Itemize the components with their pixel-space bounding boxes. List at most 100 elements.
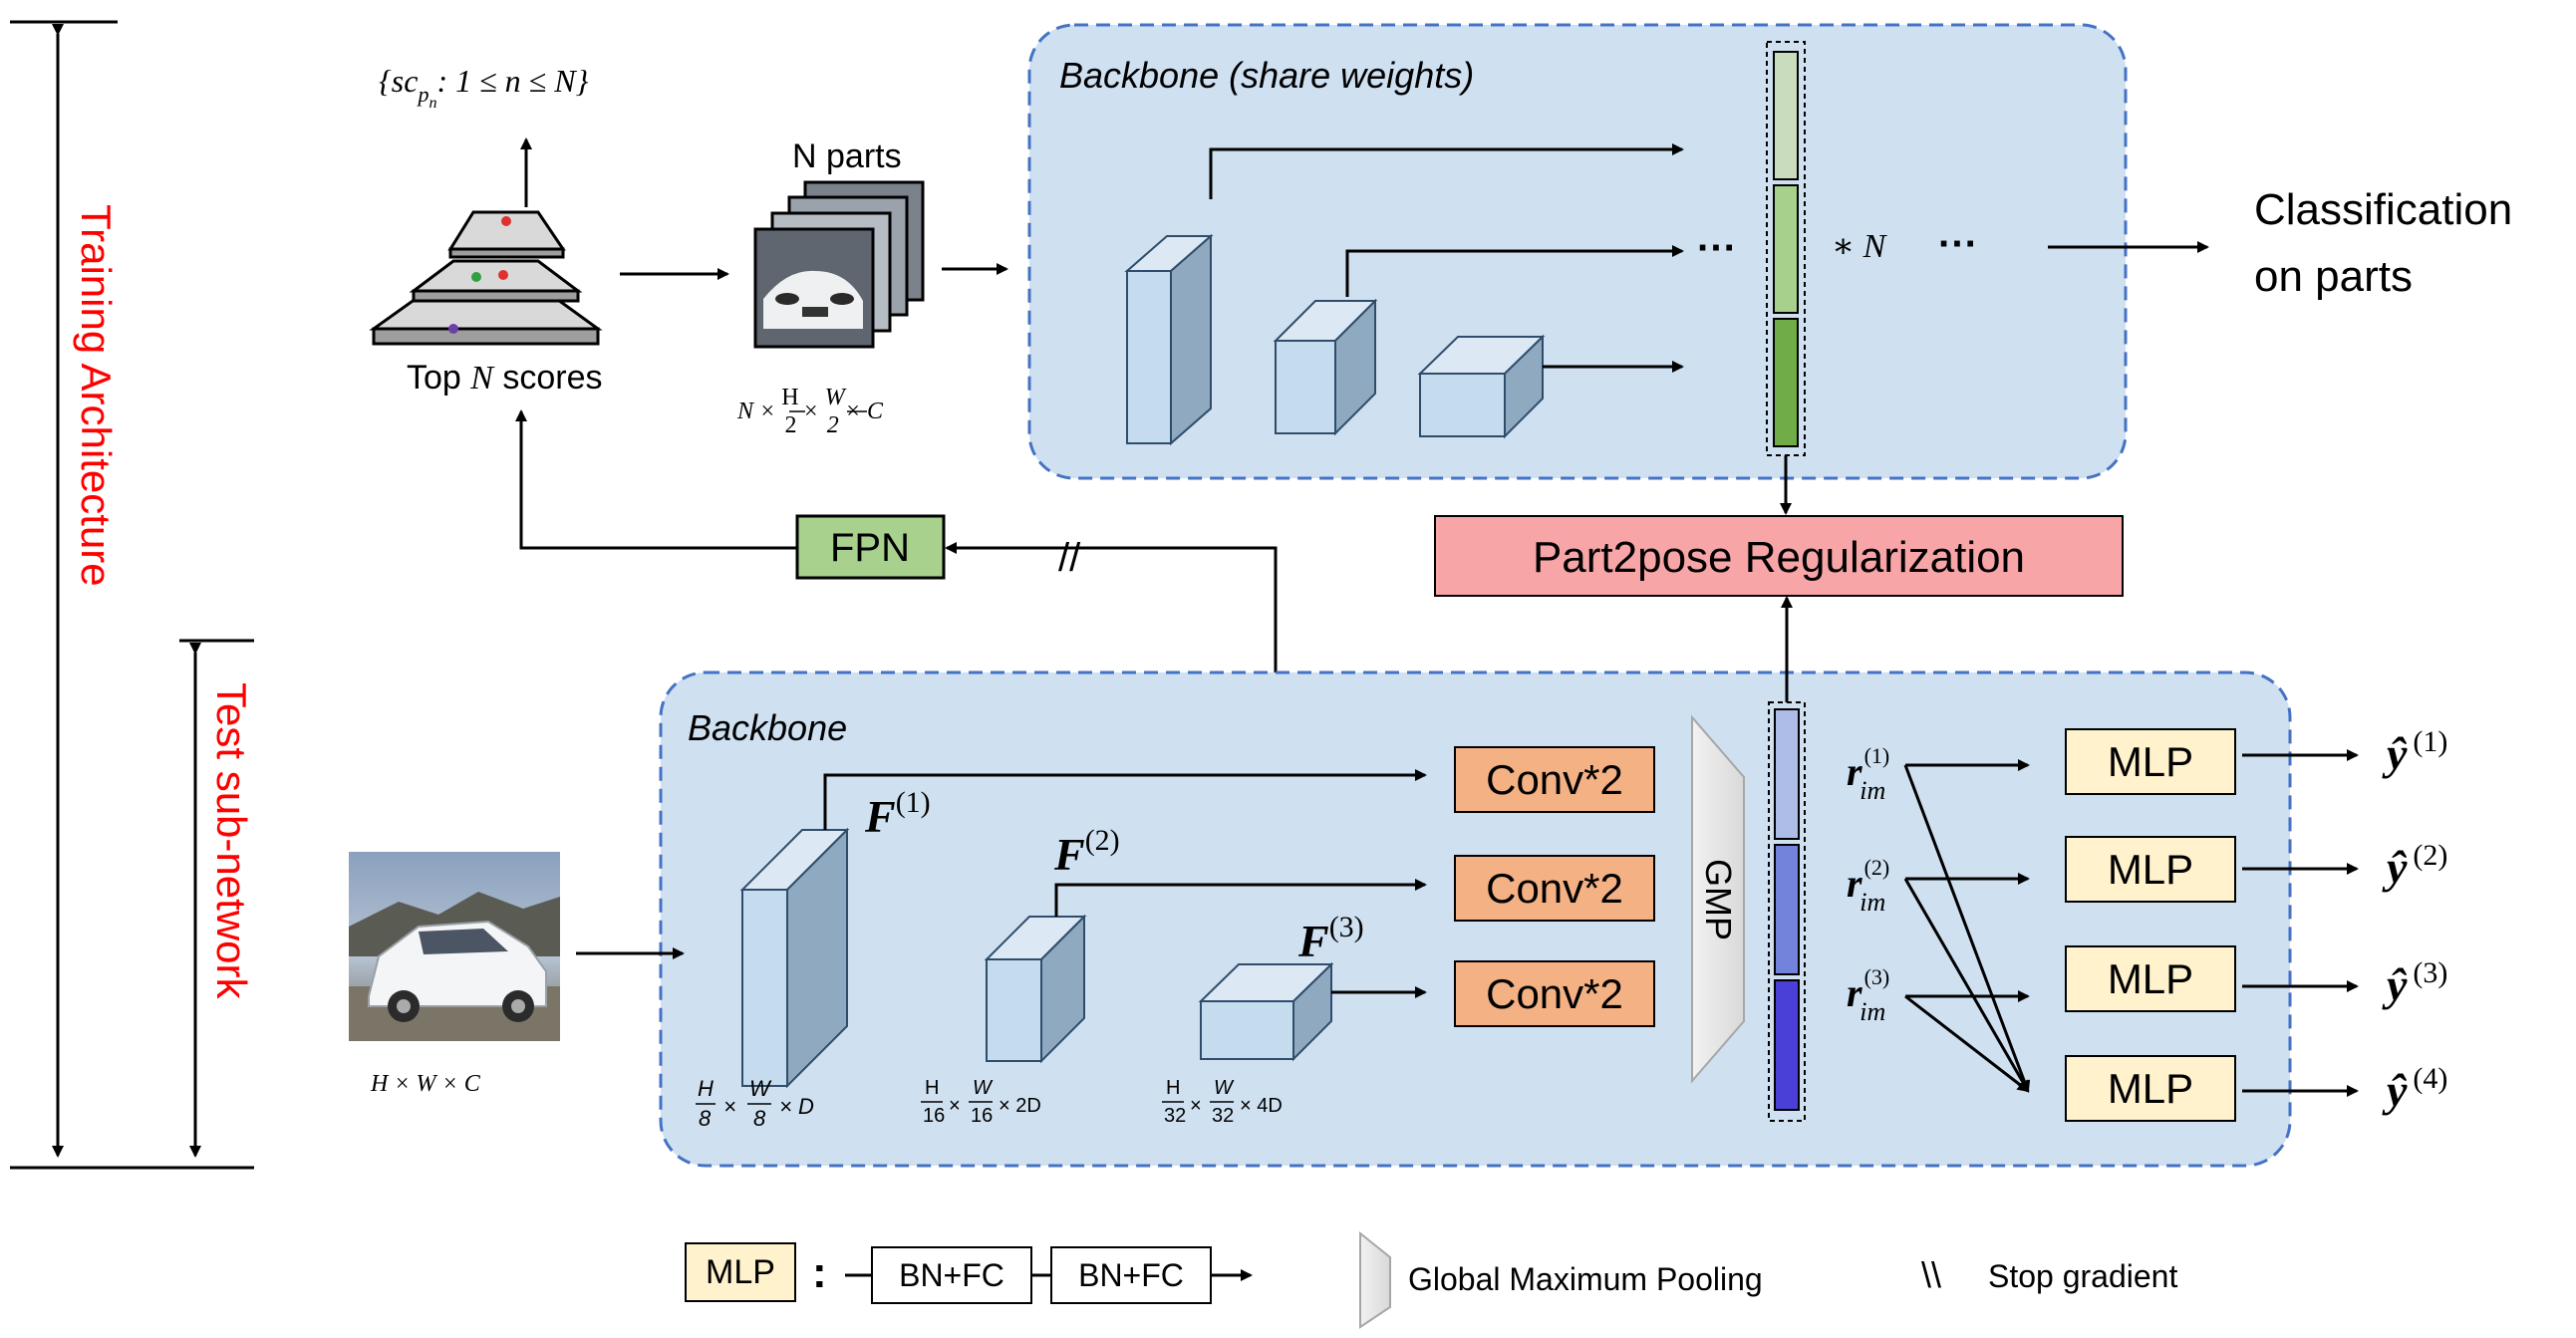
top-cube-1-arrow	[1209, 143, 1684, 199]
svg-text:W: W	[973, 1077, 994, 1099]
top-cube-2	[1273, 298, 1378, 436]
part2pose-box	[1434, 515, 2124, 597]
mlp-box-4	[2065, 1055, 2236, 1122]
r3-label: r(3)im	[1847, 964, 1889, 1026]
f3-label: F(3)	[1297, 911, 1364, 966]
svg-text:H: H	[1166, 1077, 1180, 1099]
svg-text:W: W	[1214, 1077, 1235, 1099]
conv-label-2: Conv*2	[1486, 865, 1623, 912]
classification-label-line2: on parts	[2254, 252, 2413, 301]
legend-bn-fc-box-1	[871, 1246, 1032, 1304]
svg-text:32: 32	[1212, 1105, 1234, 1127]
n-parts-label: N parts	[792, 137, 902, 175]
training-bracket	[10, 20, 254, 1170]
mlp-label-1: MLP	[2108, 738, 2193, 785]
f1-to-conv-arrow	[823, 769, 1427, 830]
part-dot-purple	[448, 324, 458, 334]
pooled-feature-2	[1774, 844, 1800, 975]
conv-box-2	[1454, 855, 1655, 922]
mlp-label-3: MLP	[2108, 955, 2193, 1002]
svg-text:8: 8	[753, 1106, 766, 1131]
legend-gmp-text: Global Maximum Pooling	[1408, 1261, 1763, 1297]
conv-box-3	[1454, 960, 1655, 1027]
legend-stop-symbol: \\	[1921, 1254, 1941, 1295]
mlp-box-1	[2065, 728, 2236, 795]
svg-text:×: ×	[1190, 1095, 1202, 1117]
legend-stop-text: Stop gradient	[1988, 1258, 2177, 1294]
legend-mlp-box	[685, 1242, 796, 1302]
legend-mlp-label: MLP	[706, 1253, 775, 1291]
svg-text:H: H	[698, 1076, 714, 1101]
bottom-cube-1	[739, 827, 850, 1089]
legend-colon: :	[812, 1248, 827, 1297]
conv-label-1: Conv*2	[1486, 756, 1623, 803]
top-ellipsis-2: ···	[1938, 222, 1978, 266]
r1-label: r(1)im	[1847, 743, 1889, 805]
input-dims-label: H × W × C	[370, 1071, 481, 1097]
svg-text:W: W	[749, 1076, 772, 1101]
legend-gmp-shape	[1359, 1230, 1391, 1329]
y2-label: ŷ(2)	[2382, 839, 2447, 893]
gmp-shape	[1691, 714, 1745, 1084]
svg-text:32: 32	[1164, 1105, 1186, 1127]
training-architecture-label: Training Architecture	[73, 204, 120, 587]
bottom-cube-3	[1198, 961, 1334, 1062]
part-dot-green	[471, 272, 481, 282]
y3-label: ŷ(3)	[2382, 956, 2447, 1010]
part2pose-label: Part2pose Regularization	[1533, 533, 2025, 582]
y1-label: ŷ(1)	[2382, 725, 2447, 779]
top-cube-3	[1417, 334, 1546, 439]
svg-text:×: ×	[949, 1095, 961, 1117]
mlp-box-3	[2065, 945, 2236, 1012]
svg-text:×: ×	[723, 1094, 736, 1119]
times-n-label: ∗ N	[1832, 228, 1888, 265]
r1-to-mlp4-arrow	[1903, 764, 2031, 1093]
legend-bn-fc-2: BN+FC	[1078, 1257, 1184, 1293]
part-feature-3	[1773, 318, 1799, 447]
part-feature-2	[1773, 184, 1799, 314]
dim2-label: H16 × W16 × 2D	[921, 1077, 1041, 1127]
part-dot-red	[498, 270, 508, 280]
score-set-label: {scpn: 1 ≤ n ≤ N}	[379, 63, 589, 112]
dim1-label: H 8 × W 8 × D	[696, 1076, 814, 1131]
conv-box-1	[1454, 746, 1655, 813]
f2-to-conv-arrow	[1054, 879, 1427, 917]
svg-text:8: 8	[699, 1106, 712, 1131]
svg-text:16: 16	[923, 1105, 945, 1127]
input-car-image	[349, 852, 560, 1041]
f2-label: F(2)	[1053, 824, 1120, 880]
mlp-box-2	[2065, 836, 2236, 903]
dim1-rest: × D	[779, 1094, 814, 1119]
conv-label-3: Conv*2	[1486, 970, 1623, 1017]
test-subnetwork-label: Test sub-network	[208, 682, 255, 999]
top-cube-1	[1124, 233, 1214, 446]
backbone-title: Backbone	[688, 707, 847, 748]
pooled-feature-3	[1774, 979, 1800, 1111]
r3-to-mlp4-arrow	[1904, 994, 2030, 1093]
legend-bn-fc-1: BN+FC	[899, 1257, 1004, 1293]
legend-bn-fc-box-2	[1050, 1246, 1212, 1304]
mlp-label-2: MLP	[2108, 846, 2193, 893]
legend: MLP : BN+FC BN+FC Global Maximum Pooling…	[685, 1230, 2177, 1329]
fpn-to-scores-arrow	[515, 409, 797, 550]
feature-pyramid-planes	[369, 210, 603, 346]
gmp-label: GMP	[1698, 859, 1739, 940]
test-bracket	[179, 639, 254, 1158]
pooled-feature-1	[1774, 708, 1800, 840]
r2-to-mlp4-arrow	[1903, 878, 2030, 1093]
top-ellipsis-1: ···	[1697, 226, 1737, 270]
svg-text:× 2D: × 2D	[999, 1095, 1041, 1117]
part-crops-stack	[753, 180, 925, 349]
stop-gradient-marks: //	[1058, 536, 1081, 580]
svg-text:H: H	[925, 1077, 939, 1099]
top-cube-2-arrow	[1345, 245, 1684, 297]
classification-label-line1: Classification	[2254, 185, 2512, 234]
fpn-label: FPN	[830, 526, 910, 570]
part-dot-red-top	[501, 216, 511, 226]
mlp-label-4: MLP	[2108, 1065, 2193, 1112]
dim3-label: H32 × W32 × 4D	[1162, 1077, 1283, 1127]
backbone-share-title: Backbone (share weights)	[1059, 55, 1474, 96]
